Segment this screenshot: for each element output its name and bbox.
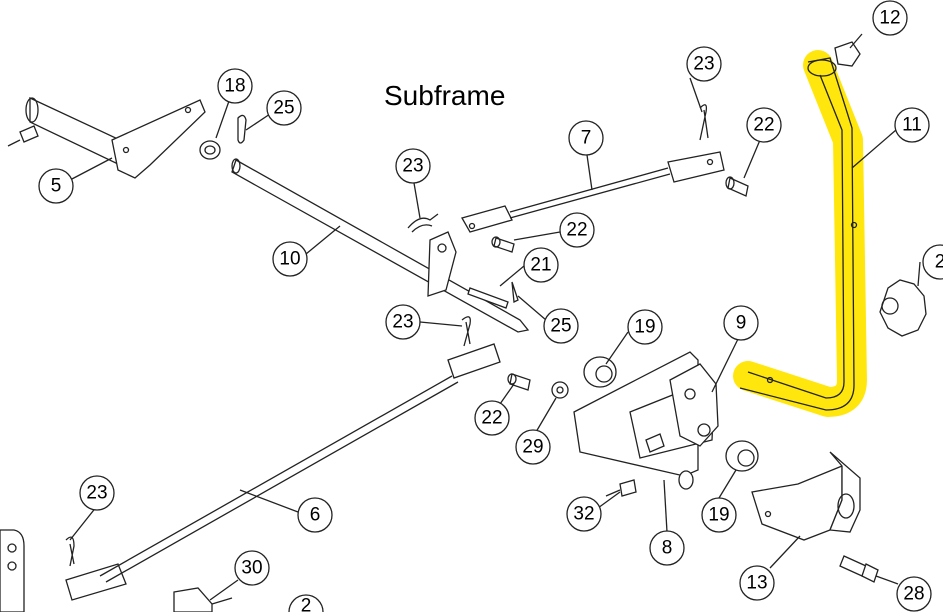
callout-19-a: 19 xyxy=(627,309,663,345)
callout-9: 9 xyxy=(723,305,759,341)
svg-text:11: 11 xyxy=(902,115,922,136)
callout-30: 30 xyxy=(234,550,270,586)
svg-text:2: 2 xyxy=(935,252,943,273)
callout-7: 7 xyxy=(568,120,604,156)
callout-32: 32 xyxy=(566,496,602,532)
pin-22-mid xyxy=(491,236,515,253)
svg-text:23: 23 xyxy=(392,312,413,333)
callout-11: 11 xyxy=(894,107,930,143)
pin-22-top-right xyxy=(725,176,749,197)
callout-10: 10 xyxy=(272,241,308,277)
handle-part-11 xyxy=(739,57,858,411)
bolt-28 xyxy=(839,555,879,583)
leader-lines xyxy=(69,33,921,601)
callout-22-b: 22 xyxy=(559,212,595,248)
svg-text:5: 5 xyxy=(51,176,62,197)
callout-5: 5 xyxy=(38,168,74,204)
bushing-19-bottom xyxy=(725,440,759,472)
svg-text:19: 19 xyxy=(708,505,729,526)
pin-22-lower xyxy=(507,373,531,391)
callout-21: 21 xyxy=(523,247,559,283)
highlight-handle-11 xyxy=(733,50,867,417)
callout-23-a: 23 xyxy=(686,46,722,82)
callout-8: 8 xyxy=(649,530,685,566)
callout-25-a: 25 xyxy=(266,90,302,126)
svg-text:13: 13 xyxy=(746,573,767,594)
part-2-knob xyxy=(879,279,927,337)
callout-23-d: 23 xyxy=(79,475,115,511)
diagram-title: Subframe xyxy=(384,80,506,111)
svg-text:23: 23 xyxy=(86,483,107,504)
part-5-bracket xyxy=(25,96,206,179)
svg-text:28: 28 xyxy=(903,584,924,605)
svg-text:23: 23 xyxy=(693,54,714,75)
svg-text:21: 21 xyxy=(530,255,551,276)
cotter-pin-25-top xyxy=(237,114,247,144)
callout-28: 28 xyxy=(896,576,932,612)
callout-25-b: 25 xyxy=(543,308,579,344)
part-6-rod xyxy=(65,343,501,601)
svg-text:29: 29 xyxy=(522,437,543,458)
svg-text:12: 12 xyxy=(879,8,900,29)
part-10-shaft xyxy=(231,158,530,333)
callout-22-c: 22 xyxy=(474,400,510,436)
cotter-pin-23-bottom xyxy=(65,536,75,567)
callouts: 12 23 18 25 22 11 7 5 23 22 10 21 2 23 2… xyxy=(38,0,943,612)
svg-text:22: 22 xyxy=(481,408,502,429)
callout-2-bottom: 2 xyxy=(288,594,324,612)
cotter-pin-23-mid xyxy=(407,213,439,233)
svg-text:22: 22 xyxy=(566,220,587,241)
svg-text:25: 25 xyxy=(550,316,571,337)
svg-text:18: 18 xyxy=(224,76,245,97)
part-21-key xyxy=(467,287,509,309)
svg-text:30: 30 xyxy=(241,558,262,579)
svg-text:19: 19 xyxy=(634,317,655,338)
cotter-pin-23-left xyxy=(461,316,471,347)
part-13-u-bracket xyxy=(751,451,861,541)
callout-13: 13 xyxy=(739,565,775,601)
svg-text:10: 10 xyxy=(279,249,300,270)
callout-29: 29 xyxy=(515,429,551,465)
cotter-pin-25-mid xyxy=(511,281,519,304)
bolt-32 xyxy=(605,479,637,497)
callout-6: 6 xyxy=(297,497,333,533)
svg-text:2: 2 xyxy=(301,596,312,612)
svg-text:6: 6 xyxy=(310,505,321,526)
cotter-pin-23-top xyxy=(699,104,709,141)
part-29-washer xyxy=(551,381,569,399)
callout-18: 18 xyxy=(217,68,253,104)
bolt-left xyxy=(7,125,39,147)
svg-text:23: 23 xyxy=(402,156,423,177)
svg-text:22: 22 xyxy=(753,115,774,136)
callout-23-b: 23 xyxy=(395,148,431,184)
bolt-30 xyxy=(173,587,233,612)
part-7-rod xyxy=(461,151,725,233)
svg-text:32: 32 xyxy=(573,504,594,525)
callout-19-b: 19 xyxy=(701,497,737,533)
svg-text:8: 8 xyxy=(662,538,673,559)
svg-text:7: 7 xyxy=(581,128,592,149)
svg-text:25: 25 xyxy=(273,98,294,119)
part-18-bushing xyxy=(199,140,221,160)
callout-2-right: 2 xyxy=(922,244,943,280)
part-12-cap xyxy=(834,41,861,67)
bushing-19-top xyxy=(583,356,617,388)
callout-22-a: 22 xyxy=(746,107,782,143)
left-plate-partial xyxy=(0,529,25,612)
callout-23-c: 23 xyxy=(385,304,421,340)
callout-12: 12 xyxy=(872,0,908,36)
svg-text:9: 9 xyxy=(736,313,747,334)
part-8-9-bracket xyxy=(573,351,719,490)
